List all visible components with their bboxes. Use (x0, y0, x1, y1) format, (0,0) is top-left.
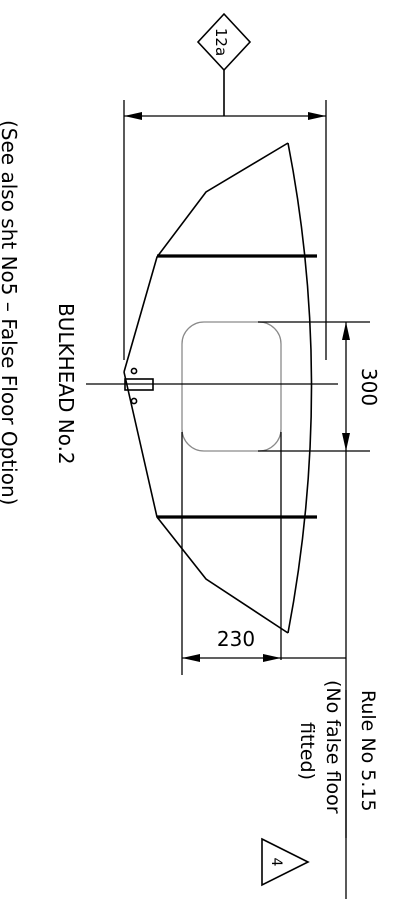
rule-note: Rule No 5.15 (No false floor fitted) (296, 680, 379, 838)
arrow-300-bottom (342, 433, 350, 451)
bulkhead-title: BULKHEAD No.2 (54, 303, 78, 465)
bolt-hole-lower (130, 397, 138, 405)
overall-width-dimension (123, 100, 327, 360)
access-cutout (181, 321, 282, 452)
lower-outline (123, 371, 289, 634)
bulkhead-note: (See also sht No5 – False Floor Option) (0, 120, 21, 505)
width-dimension-230: 230 (181, 432, 347, 900)
revision-tag-12a-text: 12a (212, 28, 230, 56)
arrow-right (308, 112, 326, 120)
bolt-hole-upper (130, 367, 138, 375)
arrow-left (124, 112, 142, 120)
dimension-230-text: 230 (217, 627, 255, 651)
arrow-230-right (263, 654, 281, 662)
bulkhead-outline (123, 142, 317, 634)
arrow-300-top (342, 322, 350, 340)
rule-note-line1: (No false floor (322, 680, 344, 814)
dimension-300-text: 300 (357, 368, 381, 406)
arrow-230-left (182, 654, 200, 662)
revision-tag-12a: 12a (196, 12, 252, 116)
keel-fitting (124, 378, 154, 391)
revision-tag-4-text: 4 (268, 858, 284, 867)
height-dimension-300: 300 (258, 321, 381, 452)
upper-outline (123, 142, 289, 373)
outer-hull-curve (287, 142, 313, 634)
rule-note-line2: fitted) (296, 722, 318, 780)
revision-triangle (261, 837, 310, 887)
revision-tag-4: 4 (261, 837, 310, 887)
centreline (86, 367, 338, 405)
rule-label: Rule No 5.15 (357, 690, 379, 812)
